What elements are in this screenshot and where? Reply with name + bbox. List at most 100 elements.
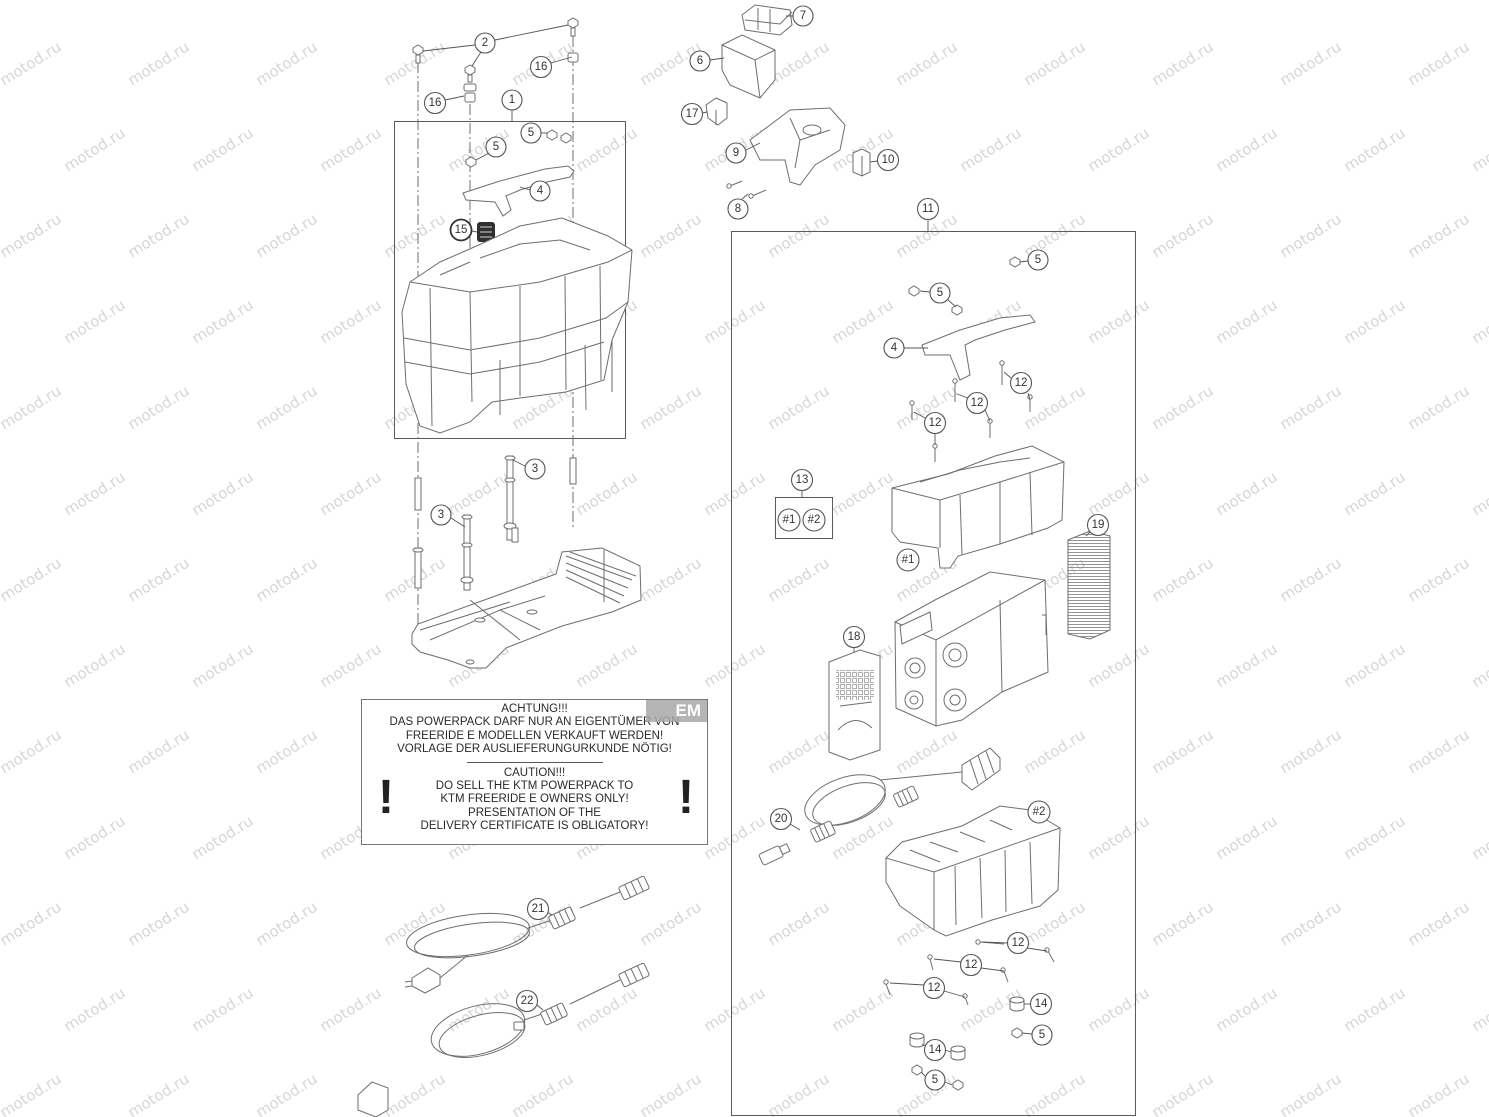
- watermark-text: motod.ru: [125, 898, 193, 950]
- svg-text:7: 7: [800, 10, 806, 22]
- svg-text:6: 6: [697, 55, 703, 67]
- svg-text:14: 14: [1035, 998, 1048, 1010]
- bolt-right-lower: [569, 457, 577, 485]
- watermark-text: motod.ru: [253, 726, 321, 778]
- watermark-text: motod.ru: [765, 210, 833, 262]
- watermark-text: motod.ru: [1085, 0, 1153, 3]
- bracket-part-4-right: [921, 314, 1036, 381]
- bolt-part-5-bottom-a: [1011, 1027, 1023, 1039]
- bolt-part-5-a: [465, 156, 477, 168]
- svg-text:20: 20: [775, 813, 788, 825]
- watermark-text: motod.ru: [1213, 984, 1281, 1036]
- watermark-text: motod.ru: [125, 1070, 193, 1117]
- watermark-text: motod.ru: [1149, 210, 1217, 262]
- watermark-text: motod.ru: [1085, 296, 1153, 348]
- watermark-text: motod.ru: [253, 382, 321, 434]
- watermark-text: motod.ru: [1469, 0, 1489, 3]
- watermark-text: motod.ru: [1213, 468, 1281, 520]
- watermark-text: motod.ru: [1405, 898, 1473, 950]
- callout-part-21: 21: [526, 897, 550, 921]
- callout-part-7: 7: [792, 5, 814, 27]
- watermark-text: motod.ru: [1277, 38, 1345, 90]
- pin-part-3-upper: [503, 455, 517, 541]
- bolts-part-12-lower: [883, 939, 1055, 1006]
- callout-group-1: #1: [896, 548, 920, 572]
- callout-part-12: 12: [923, 411, 947, 435]
- exclamation-icon-left: !: [378, 771, 394, 824]
- bolt-part-2-center: [464, 64, 476, 83]
- lower-housing-group-2: [885, 805, 1061, 937]
- svg-text:5: 5: [528, 127, 534, 139]
- watermark-text: motod.ru: [637, 382, 705, 434]
- callout-part-22: 22: [515, 989, 539, 1013]
- watermark-text: motod.ru: [1341, 812, 1409, 864]
- callout-part-5: 5: [485, 136, 507, 158]
- watermark-text: motod.ru: [1277, 382, 1345, 434]
- svg-text:1: 1: [509, 94, 515, 106]
- callout-part-16: 16: [529, 55, 553, 79]
- svg-text:12: 12: [971, 397, 984, 409]
- svg-text:4: 4: [891, 342, 898, 354]
- watermark-text: motod.ru: [253, 210, 321, 262]
- watermark-text: motod.ru: [1213, 812, 1281, 864]
- watermark-text: motod.ru: [1469, 640, 1489, 692]
- svg-text:19: 19: [1092, 519, 1105, 531]
- callout-part-1: 1: [501, 89, 523, 111]
- cable-part-21: [404, 875, 650, 994]
- watermark-text: motod.ru: [61, 124, 129, 176]
- watermark-text: motod.ru: [765, 898, 833, 950]
- watermark-text: motod.ru: [1085, 640, 1153, 692]
- watermark-text: motod.ru: [189, 468, 257, 520]
- watermark-text: motod.ru: [125, 382, 193, 434]
- watermark-text: motod.ru: [829, 984, 897, 1036]
- block-part-10: [852, 148, 871, 177]
- watermark-text: motod.ru: [701, 468, 769, 520]
- callout-part-4: 4: [883, 337, 905, 359]
- bracket-part-9: [749, 107, 846, 186]
- watermark-text: motod.ru: [573, 0, 641, 3]
- bolts-part-12-upper: [909, 360, 1033, 462]
- warning-heading-german: ACHTUNG!!!: [501, 703, 568, 715]
- callout-part-14: 14: [923, 1038, 947, 1062]
- watermark-text: motod.ru: [317, 640, 385, 692]
- watermark-text: motod.ru: [125, 38, 193, 90]
- svg-text:12: 12: [965, 959, 978, 971]
- watermark-text: motod.ru: [0, 382, 64, 434]
- watermark-text: motod.ru: [1277, 726, 1345, 778]
- watermark-text: motod.ru: [1149, 382, 1217, 434]
- watermark-text: motod.ru: [1149, 898, 1217, 950]
- watermark-text: motod.ru: [1213, 0, 1281, 3]
- pin-part-3-lower: [460, 514, 474, 591]
- callout-part-6: 6: [689, 50, 711, 72]
- callout-part-5: 5: [929, 282, 951, 304]
- svg-text:12: 12: [928, 982, 941, 994]
- svg-text:3: 3: [438, 509, 444, 521]
- watermark-text: motod.ru: [1021, 38, 1089, 90]
- upper-housing-group-1: [891, 445, 1065, 569]
- watermark-text: motod.ru: [1405, 38, 1473, 90]
- watermark-text: motod.ru: [189, 984, 257, 1036]
- watermark-text: motod.ru: [1085, 812, 1153, 864]
- watermark-text: motod.ru: [1085, 468, 1153, 520]
- assembly-frame-part-13: [775, 497, 833, 539]
- svg-text:5: 5: [1035, 254, 1041, 266]
- watermark-text: motod.ru: [61, 984, 129, 1036]
- watermark-text: motod.ru: [1405, 726, 1473, 778]
- watermark-text: motod.ru: [381, 898, 449, 950]
- svg-text:3: 3: [532, 463, 538, 475]
- watermark-text: motod.ru: [1341, 0, 1409, 3]
- watermark-text: motod.ru: [573, 984, 641, 1036]
- watermark-text: motod.ru: [1277, 210, 1345, 262]
- svg-text:18: 18: [848, 631, 861, 643]
- watermark-text: motod.ru: [1469, 468, 1489, 520]
- callout-part-18: 18: [842, 625, 866, 649]
- watermark-text: motod.ru: [0, 1070, 64, 1117]
- watermark-text: motod.ru: [445, 984, 513, 1036]
- watermark-text: motod.ru: [253, 38, 321, 90]
- warning-divider: [466, 761, 603, 763]
- watermark-text: motod.ru: [317, 984, 385, 1036]
- watermark-text: motod.ru: [637, 898, 705, 950]
- grommet-part-14-left: [909, 1032, 925, 1048]
- watermark-text: motod.ru: [573, 124, 641, 176]
- svg-text:12: 12: [1012, 937, 1025, 949]
